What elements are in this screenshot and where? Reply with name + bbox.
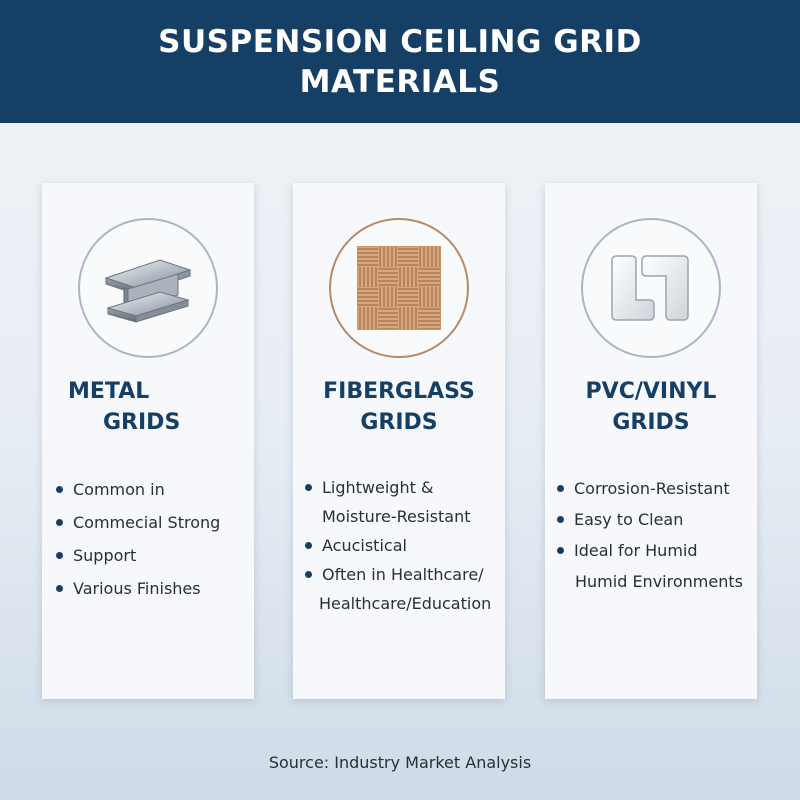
card-title: FIBERGLASS GRIDS [293, 376, 505, 438]
list-item-text: Often in Healthcare/ [322, 565, 484, 584]
bullet-list: Lightweight & Moisture-Resistant Acucist… [305, 473, 501, 618]
list-item: Often in Healthcare/ [305, 560, 501, 589]
list-item-text: Easy to Clean [574, 510, 684, 529]
header-banner: SUSPENSION CEILING GRID MATERIALS [0, 0, 800, 123]
list-item: Healthcare/Education [305, 589, 501, 618]
icon-circle [78, 218, 218, 358]
list-item-text: Corrosion-Resistant [574, 479, 730, 498]
list-item: Lightweight & [305, 473, 501, 502]
icon-circle [581, 218, 721, 358]
list-item: Humid Environments [557, 566, 753, 597]
card-fiberglass-grids: FIBERGLASS GRIDS Lightweight & Moisture-… [293, 183, 505, 699]
card-title-line2: GRIDS [360, 410, 438, 435]
bullet-icon [56, 585, 63, 592]
bullet-icon [557, 516, 564, 523]
list-item-text: Moisture-Resistant [322, 507, 471, 526]
list-item-text: Various Finishes [73, 579, 201, 598]
list-item-text: Ideal for Humid [574, 541, 698, 560]
i-beam-icon [104, 259, 192, 323]
list-item: Common in [56, 473, 252, 506]
list-item-text: Commecial Strong [73, 513, 221, 532]
bullet-icon [557, 485, 564, 492]
list-item-text: Lightweight & [322, 478, 434, 497]
list-item: Moisture-Resistant [305, 502, 501, 531]
bullet-icon [56, 519, 63, 526]
card-title: METAL GRIDS [42, 376, 254, 438]
bullet-icon [305, 542, 312, 549]
card-title: PVC/VINYL GRIDS [545, 376, 757, 438]
card-title-line1: FIBERGLASS [323, 379, 475, 404]
list-item-text: Humid Environments [575, 572, 743, 591]
card-title-line1: PVC/VINYL [585, 379, 717, 404]
list-item: Ideal for Humid [557, 535, 753, 566]
bullet-icon [305, 571, 312, 578]
source-caption: Source: Industry Market Analysis [268, 753, 532, 772]
list-item: Commecial Strong [56, 506, 252, 539]
bullet-icon [557, 547, 564, 554]
pvc-profile-icon [611, 255, 689, 321]
list-item: Easy to Clean [557, 504, 753, 535]
list-item-text: Healthcare/Education [319, 594, 492, 613]
list-item: Corrosion-Resistant [557, 473, 753, 504]
list-item: Support [56, 539, 252, 572]
card-pvc-vinyl-grids: PVC/VINYL GRIDS Corrosion-Resistant Easy… [545, 183, 757, 699]
bullet-list: Common in Commecial Strong Support Vario… [56, 473, 252, 605]
list-item: Various Finishes [56, 572, 252, 605]
card-title-line2: GRIDS [103, 410, 181, 435]
page-title: SUSPENSION CEILING GRID MATERIALS [158, 23, 642, 100]
list-item-text: Acucistical [322, 536, 407, 555]
card-title-line2: GRIDS [612, 410, 690, 435]
bullet-icon [305, 484, 312, 491]
list-item-text: Support [73, 546, 137, 565]
icon-circle [329, 218, 469, 358]
bullet-list: Corrosion-Resistant Easy to Clean Ideal … [557, 473, 753, 597]
bullet-icon [56, 486, 63, 493]
list-item-text: Common in [73, 480, 165, 499]
card-metal-grids: METAL GRIDS Common in Commecial Strong S… [42, 183, 254, 699]
bullet-icon [56, 552, 63, 559]
card-title-line1: METAL [68, 379, 150, 404]
woven-fiberglass-icon [357, 246, 441, 330]
list-item: Acucistical [305, 531, 501, 560]
